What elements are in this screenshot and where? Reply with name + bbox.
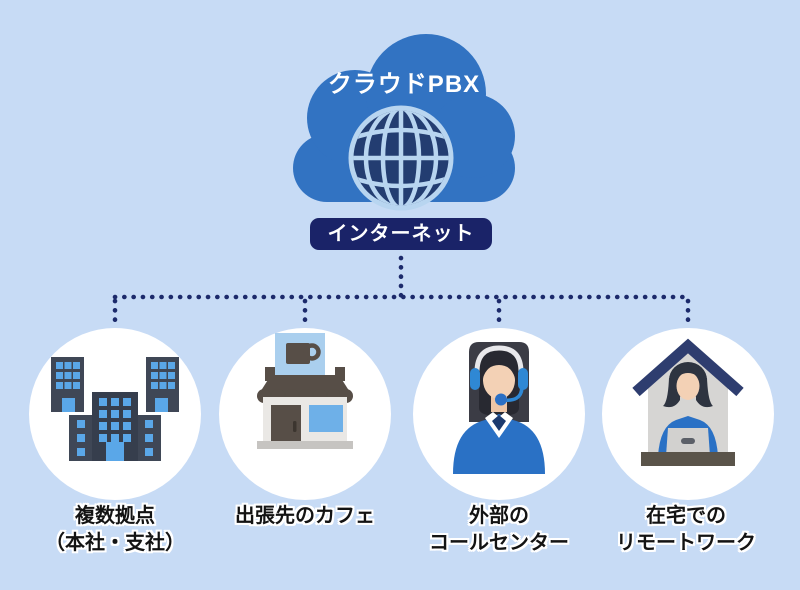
call-center-operator-icon (453, 342, 545, 474)
cafe-storefront-icon (257, 333, 353, 449)
office-buildings-icon (51, 357, 179, 461)
label-line: コールセンター (429, 532, 569, 554)
label-line: 複数拠点 (75, 505, 155, 527)
cloud-pbx-title: クラウドPBX (327, 71, 481, 98)
label-line: 出張先のカフェ (235, 505, 375, 527)
label-remote-work: 在宅での リモートワーク (580, 503, 792, 557)
node-cafe (219, 328, 391, 500)
label-multi-site-offices: 複数拠点 （本社・支社） (9, 503, 221, 557)
globe-icon (348, 105, 454, 211)
label-line: リモートワーク (616, 532, 756, 554)
label-call-center: 外部の コールセンター (393, 503, 605, 557)
label-line: 外部の (469, 505, 529, 527)
node-multi-site-offices (29, 328, 201, 500)
node-remote-work (602, 328, 774, 500)
label-line: 在宅での (646, 505, 726, 527)
node-call-center (413, 328, 585, 500)
home-remote-worker-icon (632, 338, 744, 466)
label-line: （本社・支社） (45, 532, 185, 554)
internet-badge: インターネット (310, 218, 492, 250)
label-cafe: 出張先のカフェ (199, 503, 411, 530)
